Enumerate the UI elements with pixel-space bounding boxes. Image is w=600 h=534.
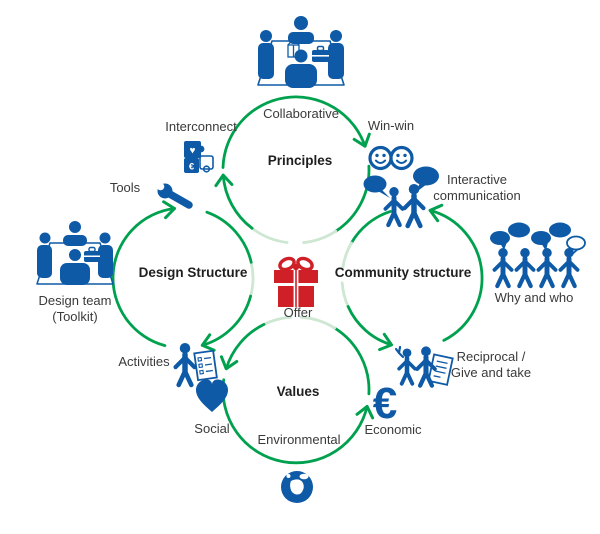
person-checklist-icon bbox=[176, 343, 218, 385]
arrow-collaborative-to-winwin bbox=[221, 95, 371, 169]
label-design-team-line1: Design team bbox=[38, 293, 112, 308]
heart-icon bbox=[196, 379, 228, 412]
arrow-environmental-to-economic bbox=[221, 378, 375, 465]
puzzle-pieces-icon: ♥ € bbox=[184, 141, 214, 173]
label-design-team-line2: (Toolkit) bbox=[52, 309, 98, 324]
label-environmental: Environmental bbox=[257, 432, 341, 447]
label-interconnect: Interconnect bbox=[165, 119, 237, 134]
arrow-offer-to-social bbox=[219, 323, 266, 371]
label-interactive-line1: Interactive bbox=[447, 172, 507, 187]
svg-text:€: € bbox=[189, 162, 195, 173]
label-win-win: Win-win bbox=[367, 118, 415, 133]
label-social: Social bbox=[194, 421, 230, 436]
arrow-offer-to-reciprocal bbox=[346, 305, 393, 352]
label-values: Values bbox=[276, 384, 320, 399]
meeting-table-icon bbox=[257, 16, 345, 88]
label-tools: Tools bbox=[109, 180, 141, 195]
label-interactive-communication: Interactive communication bbox=[433, 172, 520, 204]
arrow-offer-to-activities bbox=[200, 294, 252, 352]
label-offer: Offer bbox=[283, 305, 313, 320]
double-smiley-icon bbox=[368, 145, 414, 171]
design-team-table-icon bbox=[36, 221, 114, 285]
label-reciprocal: Reciprocal / Give and take bbox=[451, 349, 531, 381]
label-principles: Principles bbox=[267, 153, 333, 168]
label-why-and-who: Why and who bbox=[494, 290, 574, 305]
label-interactive-line2: communication bbox=[433, 188, 521, 203]
svg-text:♥: ♥ bbox=[190, 146, 196, 157]
label-collaborative: Collaborative bbox=[263, 106, 339, 121]
arrow-whyandwho-to-communication bbox=[428, 203, 484, 342]
label-activities: Activities bbox=[118, 354, 170, 369]
gift-icon bbox=[274, 256, 318, 307]
label-design-structure: Design Structure bbox=[138, 265, 248, 280]
label-community-structure: Community structure bbox=[334, 265, 472, 280]
arrow-designteam-to-tools bbox=[111, 200, 176, 347]
wrench-icon bbox=[151, 177, 193, 209]
globe-icon bbox=[281, 471, 313, 503]
label-reciprocal-line1: Reciprocal / bbox=[456, 349, 526, 364]
label-reciprocal-line2: Give and take bbox=[450, 365, 532, 380]
people-exchange-document-icon bbox=[394, 346, 454, 385]
people-speech-bubbles-icon bbox=[363, 166, 439, 226]
euro-icon: € bbox=[373, 379, 397, 428]
petal-arrows bbox=[111, 95, 484, 465]
label-design-team: Design team (Toolkit) bbox=[39, 293, 112, 325]
arrow-offer-to-principles bbox=[214, 173, 254, 230]
label-economic: Economic bbox=[364, 422, 422, 437]
crowd-speech-bubbles-icon bbox=[490, 222, 586, 287]
